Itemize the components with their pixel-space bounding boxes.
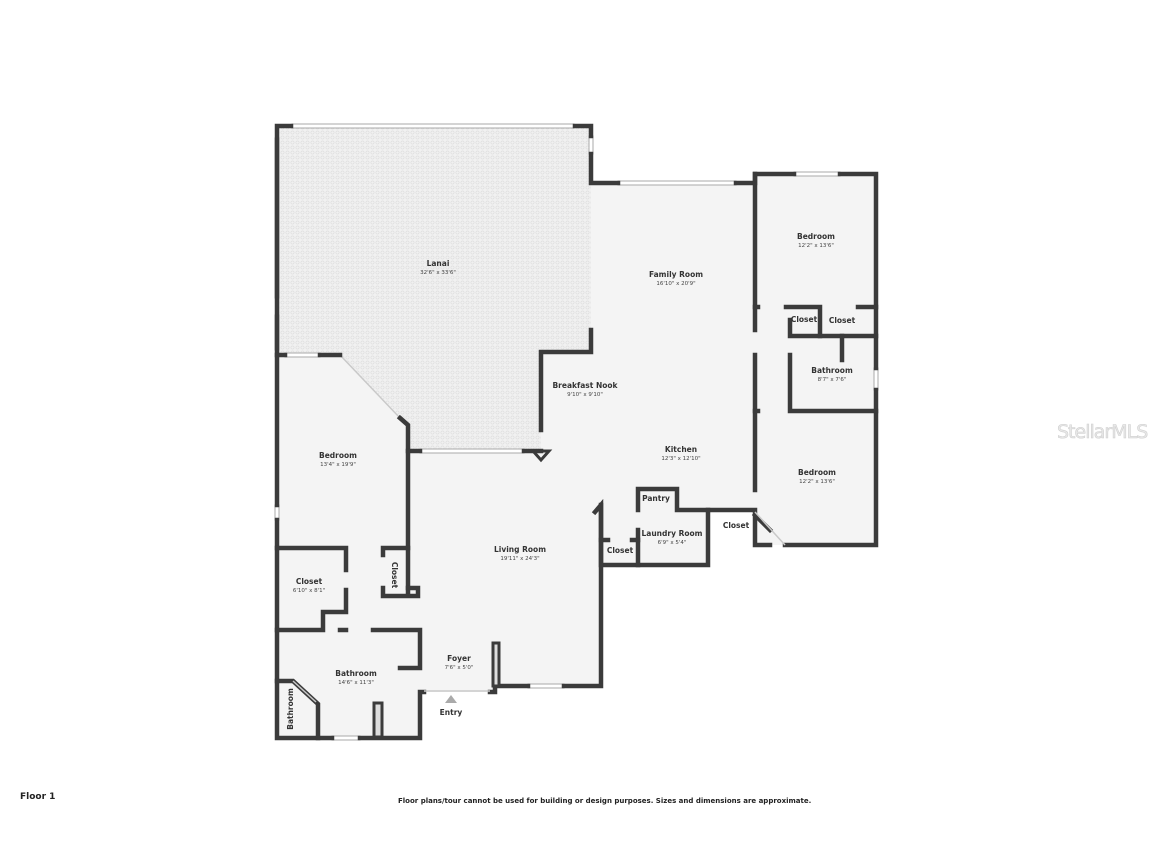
family-room-dim: 16'10" x 20'9" [656, 281, 695, 287]
bathroom-w-dim: 14'6" x 11'3" [338, 680, 374, 686]
living-room-dim: 19'11" x 24'3" [500, 556, 539, 562]
bedroom-w-dim: 13'4" x 19'9" [320, 462, 356, 468]
bathroom-e-dim: 8'7" x 7'6" [818, 377, 847, 383]
closet-e1-label: Closet [791, 315, 818, 324]
bedroom-ne-label: Bedroom [797, 232, 835, 241]
kitchen-dim: 12'3" x 12'10" [661, 456, 700, 462]
bedroom-w-label: Bedroom [319, 451, 357, 460]
pantry-label: Pantry [642, 494, 670, 503]
foyer-dim: 7'6" x 5'0" [445, 665, 474, 671]
floor-label: Floor 1 [20, 792, 56, 802]
kitchen-label: Kitchen [665, 445, 697, 454]
closet-w-dim: 6'10" x 8'1" [293, 588, 325, 594]
bedroom-se-label: Bedroom [798, 468, 836, 477]
closet-e2-label: Closet [829, 316, 856, 325]
closet-v-label: Closet [390, 562, 399, 589]
family-room-label: Family Room [649, 270, 703, 279]
disclaimer: Floor plans/tour cannot be used for buil… [398, 797, 812, 805]
interior-floor [277, 174, 876, 738]
breakfast-nook-dim: 9'10" x 9'10" [567, 392, 603, 398]
foyer-label: Foyer [447, 654, 471, 663]
breakfast-nook-label: Breakfast Nook [552, 381, 618, 390]
closet-w-label: Closet [296, 577, 323, 586]
bathroom-e-label: Bathroom [811, 366, 853, 375]
walls [274, 123, 879, 741]
living-room-label: Living Room [494, 545, 546, 554]
lanai-label: Lanai [427, 259, 450, 268]
lanai-dim: 32'6" x 33'6" [420, 270, 456, 276]
room-labels: Lanai 32'6" x 33'6" Family Room 16'10" x… [286, 232, 856, 730]
bedroom-se-dim: 12'2" x 13'6" [799, 479, 835, 485]
bathroom-v-label: Bathroom [286, 688, 295, 730]
entry-label: Entry [440, 708, 463, 717]
closet-se-label: Closet [723, 521, 750, 530]
closet-k-label: Closet [607, 546, 634, 555]
entry-arrow-icon [445, 695, 457, 703]
watermark: StellarMLS [1057, 421, 1149, 444]
bedroom-ne-dim: 12'2" x 13'6" [798, 243, 834, 249]
bathroom-w-label: Bathroom [335, 669, 377, 678]
laundry-dim: 6'9" x 5'4" [658, 540, 687, 546]
lanai-floor [277, 126, 591, 451]
laundry-label: Laundry Room [642, 529, 703, 538]
